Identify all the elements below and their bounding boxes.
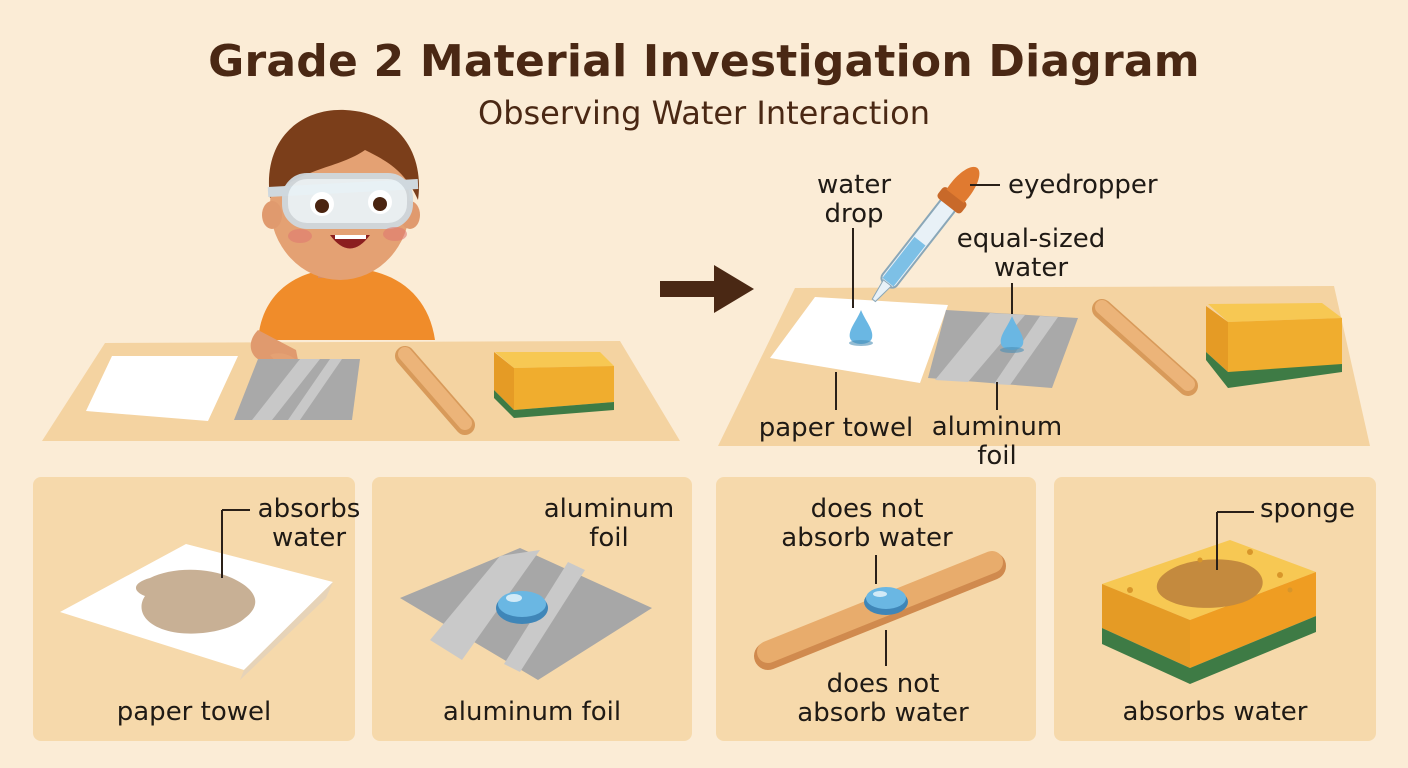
left-sponge bbox=[494, 352, 614, 418]
child-scene bbox=[42, 109, 680, 441]
sponge-absorbs-illustration bbox=[1102, 511, 1316, 684]
paper-towel-absorbs-illustration bbox=[60, 509, 333, 680]
label-eyedropper: eyedropper bbox=[1008, 170, 1158, 200]
panel2-material-label: aluminum foil bbox=[442, 697, 622, 727]
right-arrow-icon bbox=[660, 265, 754, 313]
panel3-callout-bottom: does not absorb water bbox=[797, 669, 969, 728]
wooden-stick-bead-illustration bbox=[754, 551, 1006, 670]
panel3-callout-top: does not absorb water bbox=[781, 494, 953, 553]
aluminum-foil-bead-illustration bbox=[400, 548, 652, 680]
experiment-scene bbox=[718, 166, 1370, 446]
panel4-callout: sponge bbox=[1260, 494, 1355, 524]
right-sponge bbox=[1206, 303, 1342, 388]
panel4-material-label: absorbs water bbox=[1122, 697, 1308, 727]
label-aluminum-foil: aluminum foil bbox=[931, 412, 1063, 471]
panel1-callout: absorbs water bbox=[257, 494, 361, 553]
diagram-subtitle: Observing Water Interaction bbox=[478, 94, 930, 132]
eyedropper-icon bbox=[871, 166, 980, 303]
water-drop-paper bbox=[849, 310, 873, 344]
panel2-callout: aluminum foil bbox=[543, 494, 675, 553]
label-paper-towel: paper towel bbox=[758, 413, 914, 443]
label-water-drop: water drop bbox=[816, 170, 892, 229]
left-paper-towel bbox=[86, 356, 238, 421]
water-drop-foil bbox=[1000, 316, 1024, 350]
panel1-material-label: paper towel bbox=[116, 697, 272, 727]
label-equal-sized-water: equal-sized water bbox=[956, 224, 1106, 283]
diagram-title: Grade 2 Material Investigation Diagram bbox=[208, 36, 1200, 87]
